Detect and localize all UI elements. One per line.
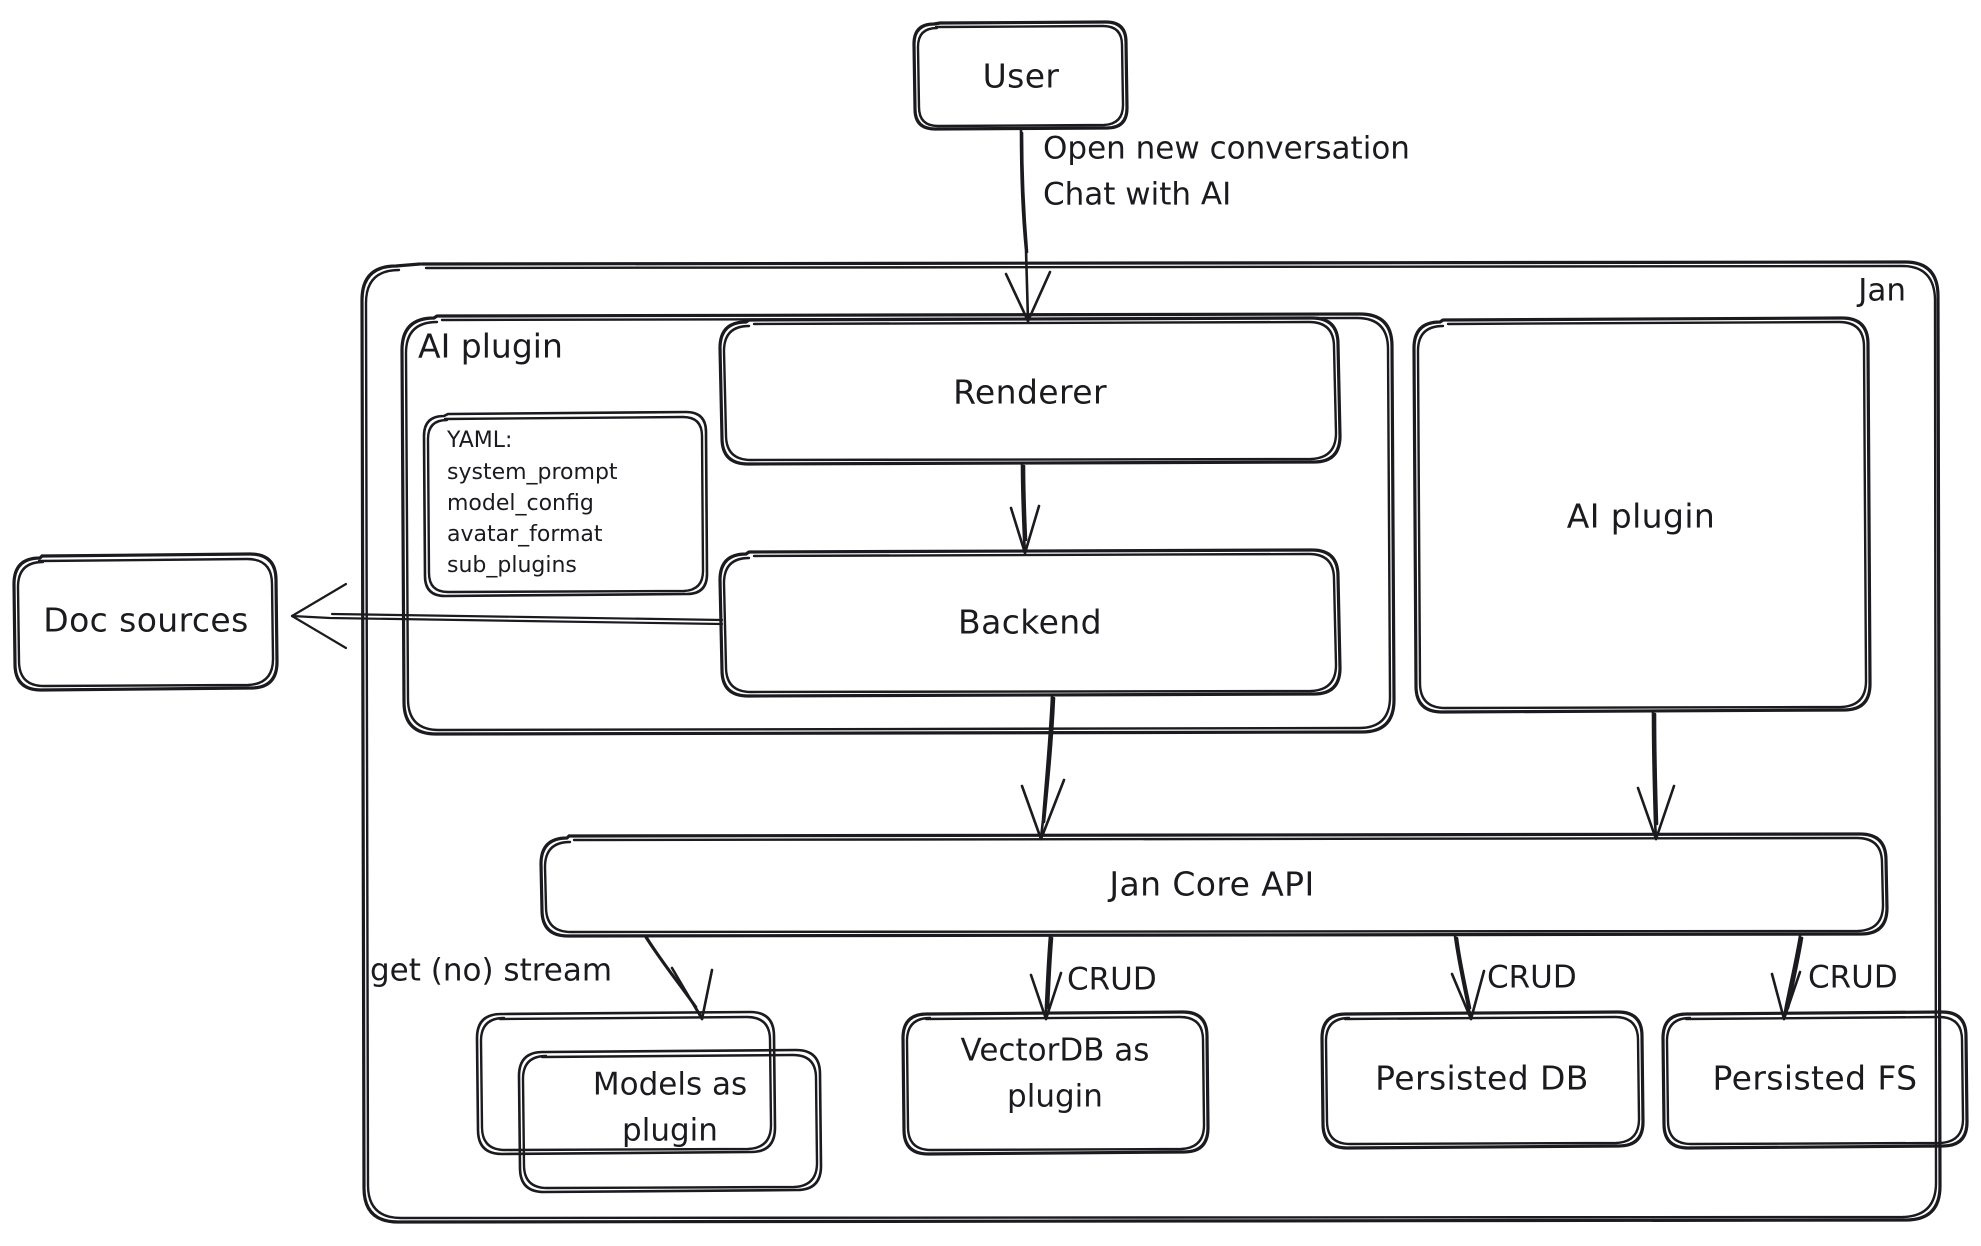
- node-user-label: User: [983, 57, 1060, 96]
- node-jan-core-api-label: Jan Core API: [1107, 865, 1314, 904]
- yaml-line-0: YAML:: [446, 428, 512, 453]
- edge-ai-plugin-to-core-api: [1636, 710, 1676, 841]
- edge-core-api-to-persisted-db: CRUD: [1450, 934, 1577, 1021]
- yaml-line-1: system_prompt: [447, 460, 618, 485]
- node-doc-sources-label: Doc sources: [43, 601, 248, 640]
- yaml-line-2: model_config: [447, 491, 594, 516]
- edge-label-crud-persisted-fs: CRUD: [1808, 960, 1898, 996]
- node-models-label-line2: plugin: [622, 1113, 718, 1149]
- node-backend[interactable]: Backend: [718, 548, 1342, 698]
- ai-plugin-container-label: AI plugin: [418, 327, 563, 366]
- yaml-config-card[interactable]: YAML: system_prompt model_config avatar_…: [422, 410, 709, 598]
- node-models-as-plugin[interactable]: Models as plugin: [475, 1010, 823, 1194]
- edge-label-crud-vectordb: CRUD: [1067, 962, 1157, 998]
- node-vectordb-label-line1: VectorDB as: [961, 1033, 1150, 1069]
- edge-label-open-conversation: Open new conversation: [1043, 131, 1410, 167]
- node-renderer[interactable]: Renderer: [718, 316, 1342, 466]
- jan-container[interactable]: Jan: [360, 260, 1942, 1224]
- edge-backend-to-doc-sources: [290, 582, 724, 650]
- node-user[interactable]: User: [912, 20, 1129, 131]
- ai-plugin-container[interactable]: AI plugin: [400, 312, 1396, 736]
- node-renderer-label: Renderer: [953, 373, 1107, 412]
- edge-core-api-to-persisted-fs: CRUD: [1770, 934, 1898, 1021]
- edge-renderer-to-backend: [1009, 462, 1041, 555]
- edge-label-get-no-stream: get (no) stream: [370, 953, 612, 989]
- node-ai-plugin-box[interactable]: AI plugin: [1412, 316, 1872, 714]
- edge-label-chat-with-ai: Chat with AI: [1043, 177, 1231, 213]
- edge-user-to-renderer: Open new conversation Chat with AI: [1004, 128, 1410, 323]
- edge-core-api-to-vectordb: CRUD: [1029, 934, 1157, 1021]
- node-persisted-fs-label: Persisted FS: [1713, 1059, 1918, 1098]
- node-backend-label: Backend: [958, 603, 1102, 642]
- node-doc-sources[interactable]: Doc sources: [12, 552, 279, 692]
- node-ai-plugin-box-label: AI plugin: [1567, 497, 1715, 536]
- yaml-line-3: avatar_format: [447, 522, 603, 547]
- jan-container-label: Jan: [1856, 273, 1906, 309]
- edge-core-api-to-models: get (no) stream: [370, 934, 714, 1021]
- node-jan-core-api[interactable]: Jan Core API: [539, 832, 1889, 938]
- edge-backend-to-core-api: [1020, 694, 1066, 841]
- yaml-line-4: sub_plugins: [447, 553, 577, 578]
- node-vectordb-label-line2: plugin: [1007, 1079, 1103, 1115]
- edge-label-crud-persisted-db: CRUD: [1487, 960, 1577, 996]
- node-models-label-line1: Models as: [593, 1067, 747, 1103]
- node-vectordb-as-plugin[interactable]: VectorDB as plugin: [901, 1010, 1210, 1156]
- node-persisted-db-label: Persisted DB: [1375, 1059, 1589, 1098]
- node-persisted-fs[interactable]: Persisted FS: [1661, 1010, 1969, 1150]
- node-persisted-db[interactable]: Persisted DB: [1320, 1010, 1645, 1150]
